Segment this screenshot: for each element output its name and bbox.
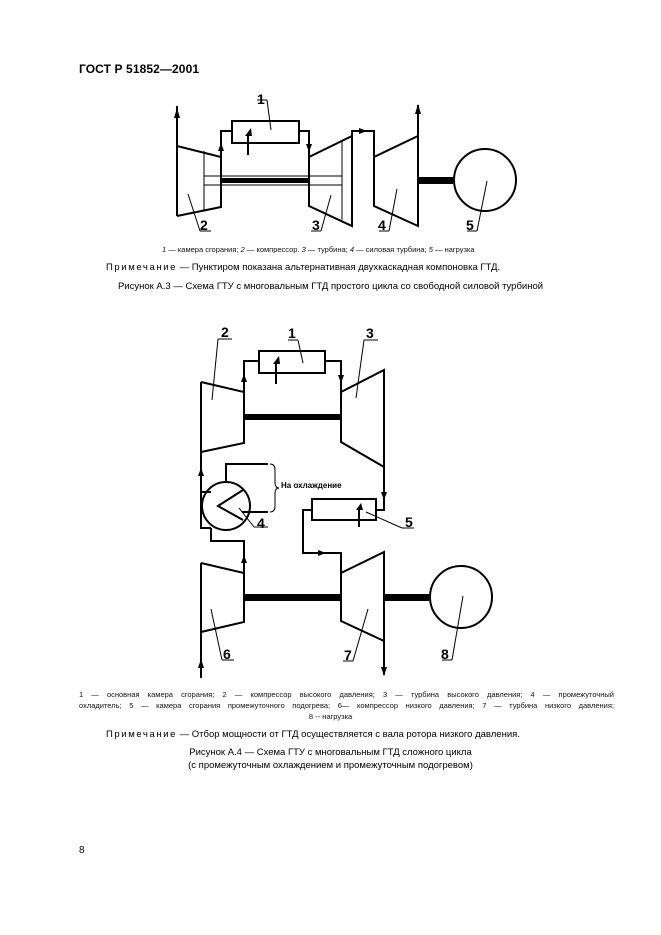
combustor-1-shape [231,120,300,144]
legend-number: 4 [349,245,354,254]
figure-a3-schematic [174,99,517,232]
figure-a4-caption-line2: (с промежуточным охлаждением и промежуто… [188,760,473,771]
note-text: — Пунктиром показана альтернативная двух… [177,262,501,273]
legend-text: — нагрузка [432,245,475,254]
load-5-shape [453,148,517,212]
callout-1: 1 [288,325,296,341]
callout-3: 3 [366,325,374,341]
legend-number: 5 [428,245,433,254]
shaft-hp [244,414,341,420]
turbine-3-shape [340,368,385,469]
figure-a3-callouts: 1 2 3 4 5 [200,91,474,233]
legend-text: — камера сгорания; [166,245,241,254]
figure-a3-caption: Рисунок А.3 — Схема ГТУ с многовальным Г… [117,281,544,292]
intercooler-4-shape [201,481,251,531]
load-8-shape [429,565,493,629]
combustor-1-shape [258,350,326,374]
legend-text: — силовая турбина; [353,245,429,254]
shaft-4-5 [418,177,453,184]
callout-3: 3 [312,217,320,233]
callout-2: 2 [221,324,229,340]
callout-6: 6 [223,646,231,662]
page-number: 8 [79,845,85,856]
callout-1: 1 [257,91,265,107]
figure-a4-note: Примечание — Отбор мощности от ГТД осуще… [106,729,520,740]
callout-2: 2 [200,217,208,233]
compressor-2-shape [200,381,245,453]
compressor-6-shape [200,562,245,633]
figure-a4-legend-line3: 8 -- нагрузка [308,712,353,721]
figure-a4-caption-line1: Рисунок А.4 — Схема ГТУ с многовальным Г… [189,747,472,758]
legend-number: 1 [162,245,167,254]
power-turbine-4-shape [373,134,419,228]
legend-number: 3 [301,245,306,254]
shaft-load [384,594,429,601]
legend-text: — компрессор. [244,245,302,254]
figure-a3-note: Примечание — Пунктиром показана альтерна… [106,262,500,273]
callout-8: 8 [441,646,449,662]
cooling-label: На охлаждение [281,481,342,490]
legend-number: 2 [240,245,245,254]
shaft-2-3 [221,178,309,183]
callout-4: 4 [257,515,265,531]
shaft-lp [244,594,341,601]
callout-5: 5 [405,514,413,530]
callout-5: 5 [466,217,474,233]
figure-a4-legend-line1: 1 — основная камера сгорания; 2 — компре… [79,690,614,699]
document-header: ГОСТ Р 51852—2001 [79,62,200,76]
callout-7: 7 [344,647,352,663]
figure-a4-legend-line2: охладитель; 5 — камера сгорания промежут… [79,701,614,710]
reheat-combustor-5-shape [311,498,377,521]
figure-a3-legend: 1 — камера сгорания; 2 — компрессор. 3 —… [162,245,475,254]
cooling-coil [216,489,244,521]
callout-4: 4 [378,217,386,233]
compressor-2-shape [176,145,222,217]
figure-a4-schematic [198,338,493,678]
turbine-3-shape [308,134,353,228]
figure-a4-callouts: 1 2 3 4 5 6 7 8 На охлаждение [221,324,449,663]
legend-text: — турбина; [305,245,350,254]
note-label: Примечание [106,262,177,273]
note-text: — Отбор мощности от ГТД осуществляется с… [177,729,520,740]
note-label: Примечание [106,729,177,740]
